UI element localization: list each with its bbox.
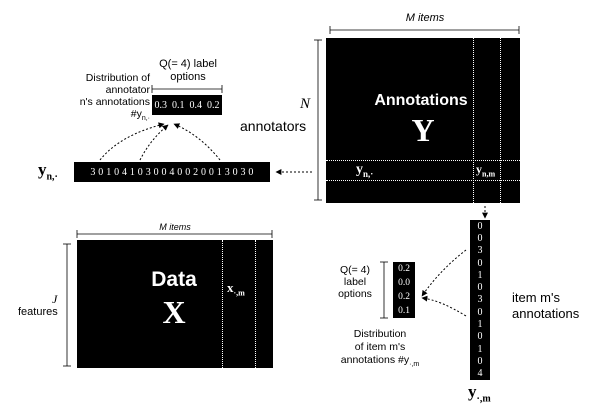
- column-vector-value: 3: [477, 294, 483, 306]
- column-vector-value: 1: [477, 343, 483, 355]
- column-vector-value: 0: [477, 232, 483, 244]
- item-dist-description: Distribution of item m's annotations #y·…: [340, 328, 420, 369]
- annotations-letter: Y: [411, 112, 435, 148]
- row-vector: 3 0 1 0 4 1 0 3 0 0 4 0 0 2 0 0 1 3 0 3 …: [74, 162, 270, 182]
- item-q-label: Q(= 4) label options: [338, 264, 372, 300]
- data-column-line-2: [255, 240, 256, 368]
- item-annotations-label: item m's annotations: [512, 290, 580, 321]
- column-vector-value: 0: [477, 306, 483, 318]
- data-letter: X: [162, 294, 186, 330]
- column-vector-value: 0: [477, 355, 483, 367]
- annotations-title: Annotations: [374, 92, 468, 109]
- column-vector-value: 4: [477, 368, 483, 380]
- annotator-dist-value: 0.1: [172, 99, 185, 111]
- column-vector-value: 0: [477, 220, 483, 232]
- item-distribution: 0.2 0.0 0.2 0.1: [393, 262, 415, 318]
- data-m-items-label: M items: [159, 222, 191, 232]
- annotations-row-line-1: [326, 160, 520, 161]
- annotators-label: annotators: [240, 118, 307, 134]
- data-column-line-1: [222, 240, 223, 368]
- annotator-dist-value: 0.2: [207, 99, 220, 111]
- column-vector-label: y·,m: [468, 382, 491, 405]
- annotations-n-label: N: [300, 96, 311, 112]
- data-matrix: Data X x·,m: [77, 240, 273, 368]
- item-dist-value: 0.1: [398, 306, 410, 316]
- annotator-q-label: Q(= 4) label options: [159, 58, 217, 83]
- annotations-cell-label: yn,m: [476, 162, 496, 179]
- annotator-dist-value: 0.3: [154, 99, 168, 111]
- annotations-row-line-2: [326, 180, 520, 181]
- annotations-column-line-2: [500, 38, 501, 203]
- features-label: features: [18, 306, 58, 318]
- item-dist-value: 0.2: [398, 264, 410, 274]
- annotations-column-line-1: [473, 38, 474, 203]
- annotations-row-label: yn,·: [356, 162, 374, 179]
- data-column-label: x·,m: [227, 280, 245, 298]
- data-title: Data: [151, 268, 197, 291]
- column-vector-value: 1: [477, 269, 483, 281]
- column-vector: 0 0 3 0 1 0 3 0 1 0 1 0 4: [470, 220, 490, 380]
- column-vector-value: 0: [477, 331, 483, 343]
- column-vector-value: 3: [477, 245, 483, 257]
- data-j-label: J: [52, 292, 58, 306]
- annotator-dist-description: Distribution of annotator n's annotation…: [79, 72, 150, 123]
- row-vector-label: yn,·: [38, 160, 58, 183]
- annotations-matrix: Annotations Y yn,· yn,m: [326, 38, 520, 203]
- annotator-dist-value: 0.4: [189, 99, 203, 111]
- column-vector-value: 0: [477, 282, 483, 294]
- column-vector-value: 1: [477, 319, 483, 331]
- annotations-m-items-label: M items: [405, 12, 445, 24]
- item-dist-value: 0.0: [398, 278, 410, 288]
- annotator-distribution: 0.3 0.1 0.4 0.2: [152, 95, 222, 115]
- column-vector-value: 0: [477, 257, 483, 269]
- item-dist-value: 0.2: [398, 292, 410, 302]
